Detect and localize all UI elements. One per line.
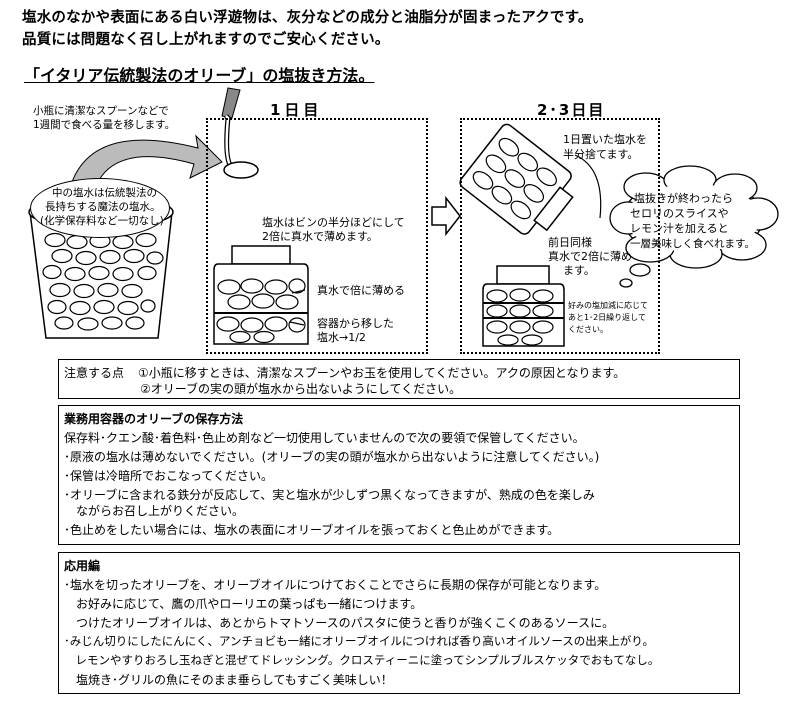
bucket-note-2: 長持ちする魔法の塩水。 xyxy=(45,201,161,213)
applied-line: レモンやすりおろし玉ねぎと混ぜてドレッシング。クロスティーニに塗ってシンプルブル… xyxy=(64,653,660,667)
caution-item-1: ①小瓶に移すときは、清潔なスプーンやお玉を使用してください。アクの原因となります… xyxy=(138,366,626,380)
bubble-line-3: レモン汁を加えると xyxy=(630,222,729,235)
bucket-note-3: (化学保存料など一切なし) xyxy=(40,215,164,227)
applied-box xyxy=(58,552,740,694)
applied-line: つけたオリーブオイルは、あとからトマトソースのパスタに使うと香りが強くこくのある… xyxy=(64,616,615,630)
spoon-note-1: 小瓶に清潔なスプーンなどで xyxy=(33,105,169,117)
applied-heading: 応用編 xyxy=(64,559,101,573)
storage-line: ･原液の塩水は薄めないでください。(オリーブの実の頭が塩水から出ないように注意し… xyxy=(64,450,600,464)
spoon xyxy=(221,87,259,179)
bubble-line-1: 塩抜きが終わったら xyxy=(634,192,733,205)
bubble-line-2: セロリのスライスや xyxy=(630,207,729,220)
day23-repeat-note-1: 好みの塩加減に応じて xyxy=(568,301,648,310)
applied-line: 塩焼き･グリルの魚にそのまま垂らしてもすごく美味しい！ xyxy=(64,673,393,687)
spoon-note-2: 1週間で食べる量を移します。 xyxy=(33,119,176,131)
day1-label-water: 真水で倍に薄める xyxy=(317,284,405,297)
storage-line: ながらお召し上がりください。 xyxy=(64,504,245,518)
day1-box xyxy=(206,118,428,354)
applied-line: お好みに応じて、鷹の爪やローリエの葉っぱも一緒につけます。 xyxy=(64,597,423,611)
day1-note-2: 2倍に真水で薄めます。 xyxy=(262,230,378,243)
day23-heading: 2･3日目 xyxy=(537,101,606,119)
applied-line: ･みじん切りにしたにんにく、アンチョビも一緒にオリーブオイルにつければ香り高いオ… xyxy=(64,634,655,648)
day23-box xyxy=(460,118,660,354)
day23-tilted-jar xyxy=(459,123,574,235)
caution-box xyxy=(58,359,740,399)
olive-bucket xyxy=(28,195,174,339)
storage-line: ･オリーブに含まれる鉄分が反応して、実と塩水が少しずつ黒くなってきますが、熟成の… xyxy=(64,488,595,502)
bucket-note-1: 中の塩水は伝統製法の xyxy=(52,187,157,199)
applied-line: ･塩水を切ったオリーブを、オリーブオイルにつけておくことでさらに長期の保存が可能… xyxy=(64,578,607,592)
day23-same-note-2: 真水で2倍に薄め xyxy=(548,250,632,263)
storage-line: ･保管は冷暗所でおこなってください。 xyxy=(64,469,274,483)
caution-label: 注意する点 xyxy=(64,366,125,380)
storage-heading: 業務用容器のオリーブの保存方法 xyxy=(64,412,244,426)
day1-jar xyxy=(213,245,309,345)
intro-line-2: 品質には問題なく召し上がれますのでご安心ください。 xyxy=(22,32,390,48)
section-title: 「イタリア伝統製法のオリーブ」の塩抜き方法。 xyxy=(24,66,375,85)
day23-same-note-1: 前日同様 xyxy=(548,236,592,249)
caution-item-2: ②オリーブの実の頭が塩水から出ないようにしてください。 xyxy=(140,382,462,396)
day23-repeat-note-3: ください。 xyxy=(568,325,608,334)
day23-pour-note-2: 半分捨てます。 xyxy=(563,148,639,161)
day23-repeat-note-2: あと1･2日繰り返して xyxy=(568,313,646,322)
day1-note-1: 塩水はビンの半分ほどにして xyxy=(262,216,405,229)
bubble-line-4: 一層美味しく食べれます。 xyxy=(630,238,755,250)
day23-pour-note-1: 1日置いた塩水を xyxy=(563,133,647,146)
intro-line-1: 塩水のなかや表面にある白い浮遊物は、灰分などの成分と油脂分が固まったアクです。 xyxy=(22,10,593,26)
day23-same-note-3: ます。 xyxy=(563,264,595,277)
day1-label-brine-1: 容器から移した xyxy=(317,317,394,330)
storage-line: ･色止めをしたい場合には、塩水の表面にオリーブオイルを張っておくと色止めができま… xyxy=(64,523,560,537)
day1-label-brine-2: 塩水→1/2 xyxy=(317,331,366,344)
storage-line: 保存料･クエン酸･着色料･色止め剤など一切使用していませんので次の要領で保管して… xyxy=(64,431,585,445)
bucket-oval xyxy=(30,178,170,238)
storage-box xyxy=(58,405,740,545)
day1-heading: 1日目 xyxy=(270,101,323,119)
day23-upright-jar xyxy=(482,265,565,347)
